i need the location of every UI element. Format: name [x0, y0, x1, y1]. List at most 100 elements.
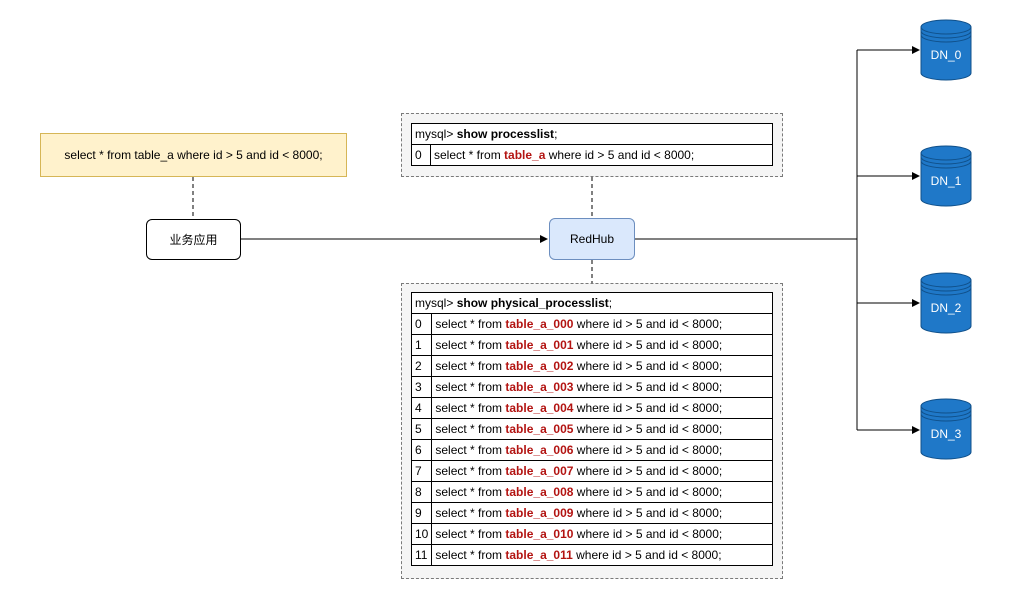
query-table: table_a_003: [505, 380, 574, 394]
row-query: select * from table_a_004 where id > 5 a…: [431, 397, 773, 419]
query-prefix: select * from: [435, 506, 503, 520]
database-cylinder-icon: [920, 272, 972, 334]
row-query: select * from table_a_007 where id > 5 a…: [431, 460, 773, 482]
redhub-node: RedHub: [549, 218, 635, 260]
data-node-label: DN_3: [930, 427, 962, 441]
query-table: table_a_007: [505, 464, 574, 478]
row-query: select * from table_a_002 where id > 5 a…: [431, 355, 773, 377]
query-prefix: select * from: [435, 422, 503, 436]
processlist-header: mysql> show processlist;: [411, 123, 773, 145]
query-table: table_a_006: [505, 443, 574, 457]
query-prefix: select * from: [435, 317, 503, 331]
query-table: table_a: [504, 148, 546, 162]
row-index: 0: [410, 313, 433, 335]
query-prefix: select * from: [435, 359, 503, 373]
row-query: select * from table_a_005 where id > 5 a…: [431, 418, 773, 440]
physical-processlist-header-row: mysql> show physical_processlist;: [411, 292, 773, 314]
physical-processlist-command: show physical_processlist: [456, 296, 609, 310]
query-table: table_a_005: [505, 422, 574, 436]
query-table: table_a_010: [505, 527, 574, 541]
redhub-fanout-trunk: [635, 50, 858, 430]
data-node-2: DN_2: [920, 272, 972, 334]
query-suffix: where id > 5 and id < 8000;: [576, 527, 723, 541]
processlist-table: mysql> show processlist; 0 select * from…: [411, 123, 773, 166]
processlist-command: show processlist: [456, 127, 555, 141]
data-node-0: DN_0: [920, 19, 972, 81]
query-suffix: where id > 5 and id < 8000;: [576, 317, 723, 331]
query-suffix: where id > 5 and id < 8000;: [576, 380, 723, 394]
query-table: table_a_001: [505, 338, 574, 352]
row-query: select * from table_a_008 where id > 5 a…: [431, 481, 773, 503]
query-suffix: where id > 5 and id < 8000;: [576, 464, 723, 478]
query-table: table_a_011: [505, 548, 573, 562]
business-app-node: 业务应用: [146, 219, 241, 260]
query-suffix: where id > 5 and id < 8000;: [576, 401, 723, 415]
row-index: 0: [411, 144, 431, 166]
row-query: select * from table_a_011 where id > 5 a…: [431, 544, 773, 566]
query-suffix: where id > 5 and id < 8000;: [576, 506, 723, 520]
data-node-label: DN_0: [930, 48, 962, 62]
row-query: select * from table_a_010 where id > 5 a…: [431, 523, 773, 545]
row-query: select * from table_a where id > 5 and i…: [430, 144, 773, 166]
row-index: 11: [410, 544, 433, 566]
query-suffix: where id > 5 and id < 8000;: [576, 338, 723, 352]
query-suffix: where id > 5 and id < 8000;: [576, 443, 723, 457]
query-suffix: where id > 5 and id < 8000;: [576, 548, 722, 562]
query-prefix: select * from: [435, 527, 503, 541]
row-index: 5: [410, 418, 433, 440]
row-index: 9: [410, 502, 433, 524]
row-index: 6: [410, 439, 433, 461]
processlist-terminator: ;: [554, 127, 558, 141]
query-prefix: select * from: [435, 338, 503, 352]
query-suffix: where id > 5 and id < 8000;: [548, 148, 695, 162]
mysql-prompt: mysql>: [415, 296, 454, 310]
query-table: table_a_004: [505, 401, 574, 415]
physical-processlist-header: mysql> show physical_processlist;: [411, 292, 773, 314]
row-index: 8: [410, 481, 433, 503]
query-table: table_a_002: [505, 359, 574, 373]
database-cylinder-icon: [920, 19, 972, 81]
row-index: 3: [410, 376, 433, 398]
data-node-label: DN_1: [930, 174, 962, 188]
mysql-prompt: mysql>: [415, 127, 454, 141]
database-cylinder-icon: [920, 145, 972, 207]
row-index: 10: [410, 523, 433, 545]
query-table: table_a_009: [505, 506, 574, 520]
data-node-3: DN_3: [920, 398, 972, 460]
row-query: select * from table_a_001 where id > 5 a…: [431, 334, 773, 356]
table-row: 0 select * from table_a where id > 5 and…: [411, 144, 773, 166]
row-query: select * from table_a_006 where id > 5 a…: [431, 439, 773, 461]
row-index: 1: [410, 334, 433, 356]
row-query: select * from table_a_009 where id > 5 a…: [431, 502, 773, 524]
query-prefix: select * from: [435, 401, 503, 415]
physical-processlist-terminator: ;: [608, 296, 613, 310]
query-table: table_a_008: [505, 485, 574, 499]
processlist-header-row: mysql> show processlist;: [411, 123, 773, 145]
query-prefix: select * from: [435, 464, 503, 478]
database-cylinder-icon: [920, 398, 972, 460]
query-prefix: select * from: [435, 380, 503, 394]
query-prefix: select * from: [435, 548, 503, 562]
data-node-label: DN_2: [930, 301, 962, 315]
query-table: table_a_000: [505, 317, 574, 331]
row-index: 7: [410, 460, 433, 482]
data-node-1: DN_1: [920, 145, 972, 207]
sql-query-note: select * from table_a where id > 5 and i…: [40, 133, 347, 177]
row-query: select * from table_a_000 where id > 5 a…: [431, 313, 773, 335]
row-index: 2: [410, 355, 433, 377]
query-suffix: where id > 5 and id < 8000;: [576, 485, 723, 499]
